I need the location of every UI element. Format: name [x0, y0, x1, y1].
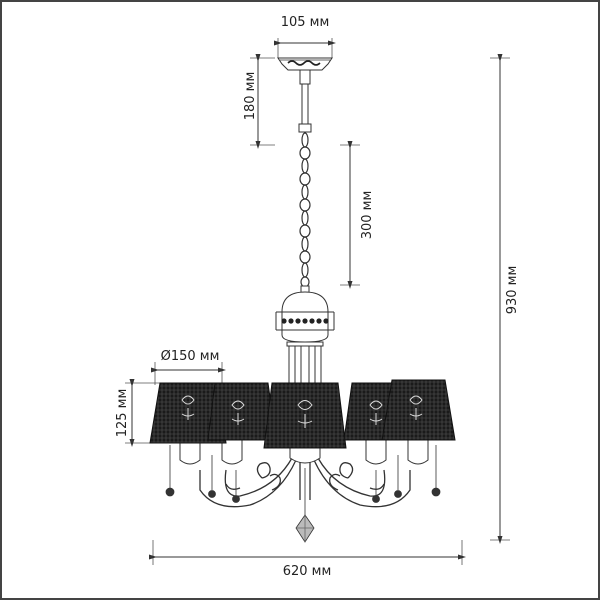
- chain-length-label: 300 мм: [360, 191, 375, 240]
- shade-diameter-label: Ø150 мм: [161, 349, 220, 364]
- ceiling-canopy: [277, 57, 333, 133]
- shade-ornaments: [181, 395, 423, 428]
- total-width-label: 620 мм: [283, 564, 332, 579]
- chain-length-dimension: 300 мм: [340, 141, 375, 289]
- chandelier-arms: [199, 455, 411, 508]
- total-width-dimension: 620 мм: [149, 540, 466, 579]
- canopy-height-label: 180 мм: [243, 72, 258, 121]
- shade-diameter-dimension: Ø150 мм: [151, 349, 226, 385]
- shade-5: [381, 379, 456, 441]
- chain: [299, 132, 311, 288]
- lamp-shades: [149, 379, 456, 449]
- central-ball: [275, 285, 335, 385]
- canopy-height-dimension: 180 мм: [243, 54, 275, 149]
- total-height-dimension: 930 мм: [490, 54, 520, 544]
- candle-cups: [179, 440, 429, 465]
- total-height-label: 930 мм: [505, 266, 520, 315]
- shade-height-label: 125 мм: [115, 389, 130, 438]
- pendant-crystals: [165, 445, 441, 543]
- canopy-width-dimension: 105 мм: [274, 15, 336, 58]
- canopy-width-label: 105 мм: [281, 15, 330, 30]
